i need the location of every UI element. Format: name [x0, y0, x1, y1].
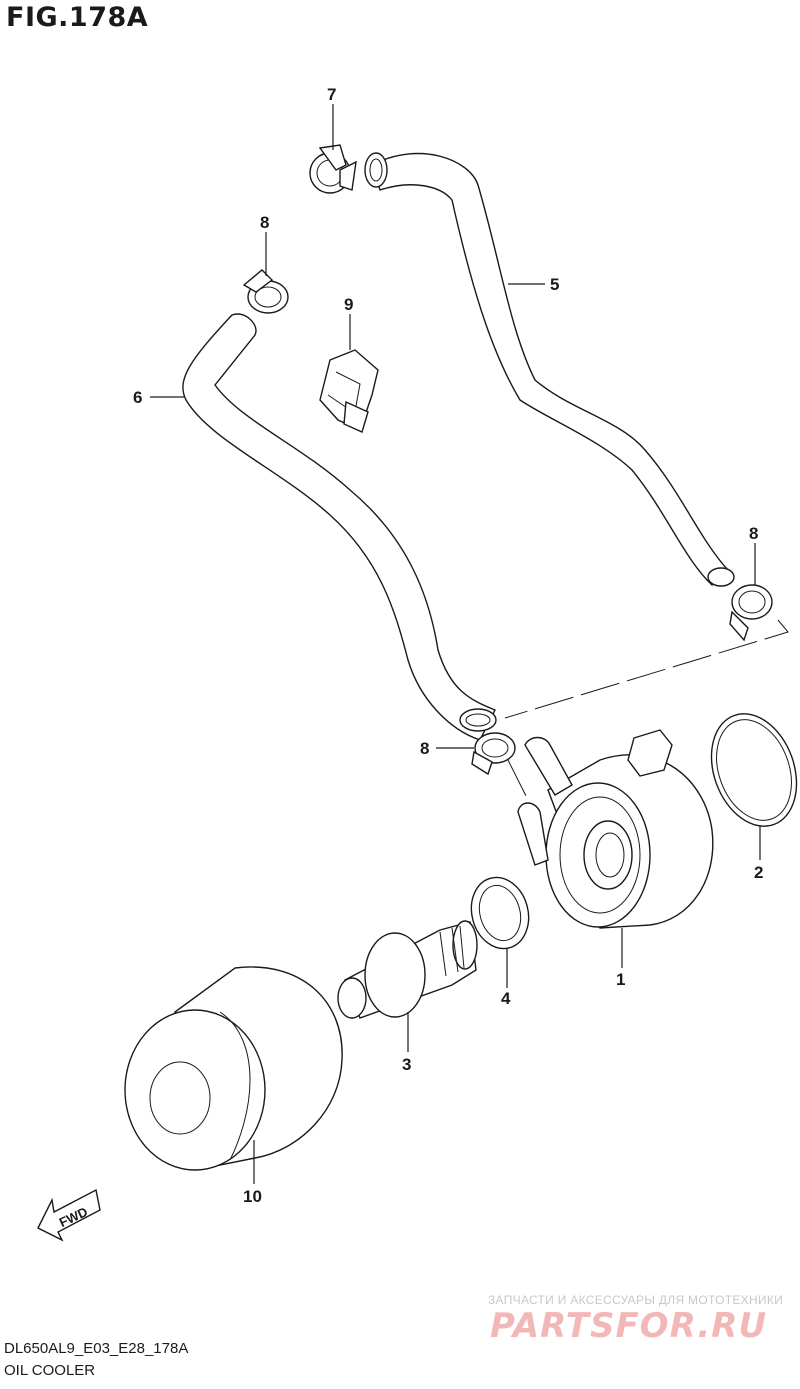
hose-clip-9[interactable]	[319, 349, 379, 433]
hose-clamp-8-right[interactable]	[729, 584, 773, 642]
diagram-name: OIL COOLER	[4, 1362, 96, 1379]
callout-6[interactable]: 6	[133, 388, 142, 407]
callout-3[interactable]: 3	[402, 1055, 411, 1074]
callout-2[interactable]: 2	[754, 863, 763, 882]
callout-8-middle[interactable]: 8	[420, 739, 429, 758]
union-bolt-3[interactable]	[337, 920, 478, 1019]
callout-7[interactable]: 7	[327, 85, 336, 104]
hose-clamp-7[interactable]	[309, 144, 357, 194]
callout-4[interactable]: 4	[501, 989, 511, 1008]
watermark-tagline: ЗАПЧАСТИ И АКСЕССУАРЫ ДЛЯ МОТОТЕХНИКИ	[488, 1293, 784, 1307]
oil-cooler-1[interactable]	[517, 729, 714, 929]
hose-clamp-8-upper[interactable]	[242, 269, 289, 314]
callout-8-upper[interactable]: 8	[260, 213, 269, 232]
o-ring-2[interactable]	[697, 702, 800, 838]
callout-9[interactable]: 9	[344, 295, 353, 314]
callout-1[interactable]: 1	[616, 970, 625, 989]
leader-lines	[150, 104, 761, 1184]
hose-5[interactable]	[364, 152, 735, 587]
washer-4[interactable]	[464, 871, 537, 955]
figure-title: FIG.178A	[6, 2, 149, 33]
assembly-guide-lines	[504, 619, 789, 801]
callout-5[interactable]: 5	[550, 275, 559, 294]
oil-filter-10[interactable]	[124, 966, 343, 1171]
diagram-code: DL650AL9_E03_E28_178A	[4, 1340, 189, 1357]
watermark-logo: PARTSFOR.RU	[490, 1306, 768, 1346]
callout-8-right[interactable]: 8	[749, 524, 758, 543]
hose-clamp-8-middle[interactable]	[471, 732, 516, 776]
callout-10[interactable]: 10	[243, 1187, 262, 1206]
forward-direction-indicator: FWD	[37, 1188, 101, 1242]
